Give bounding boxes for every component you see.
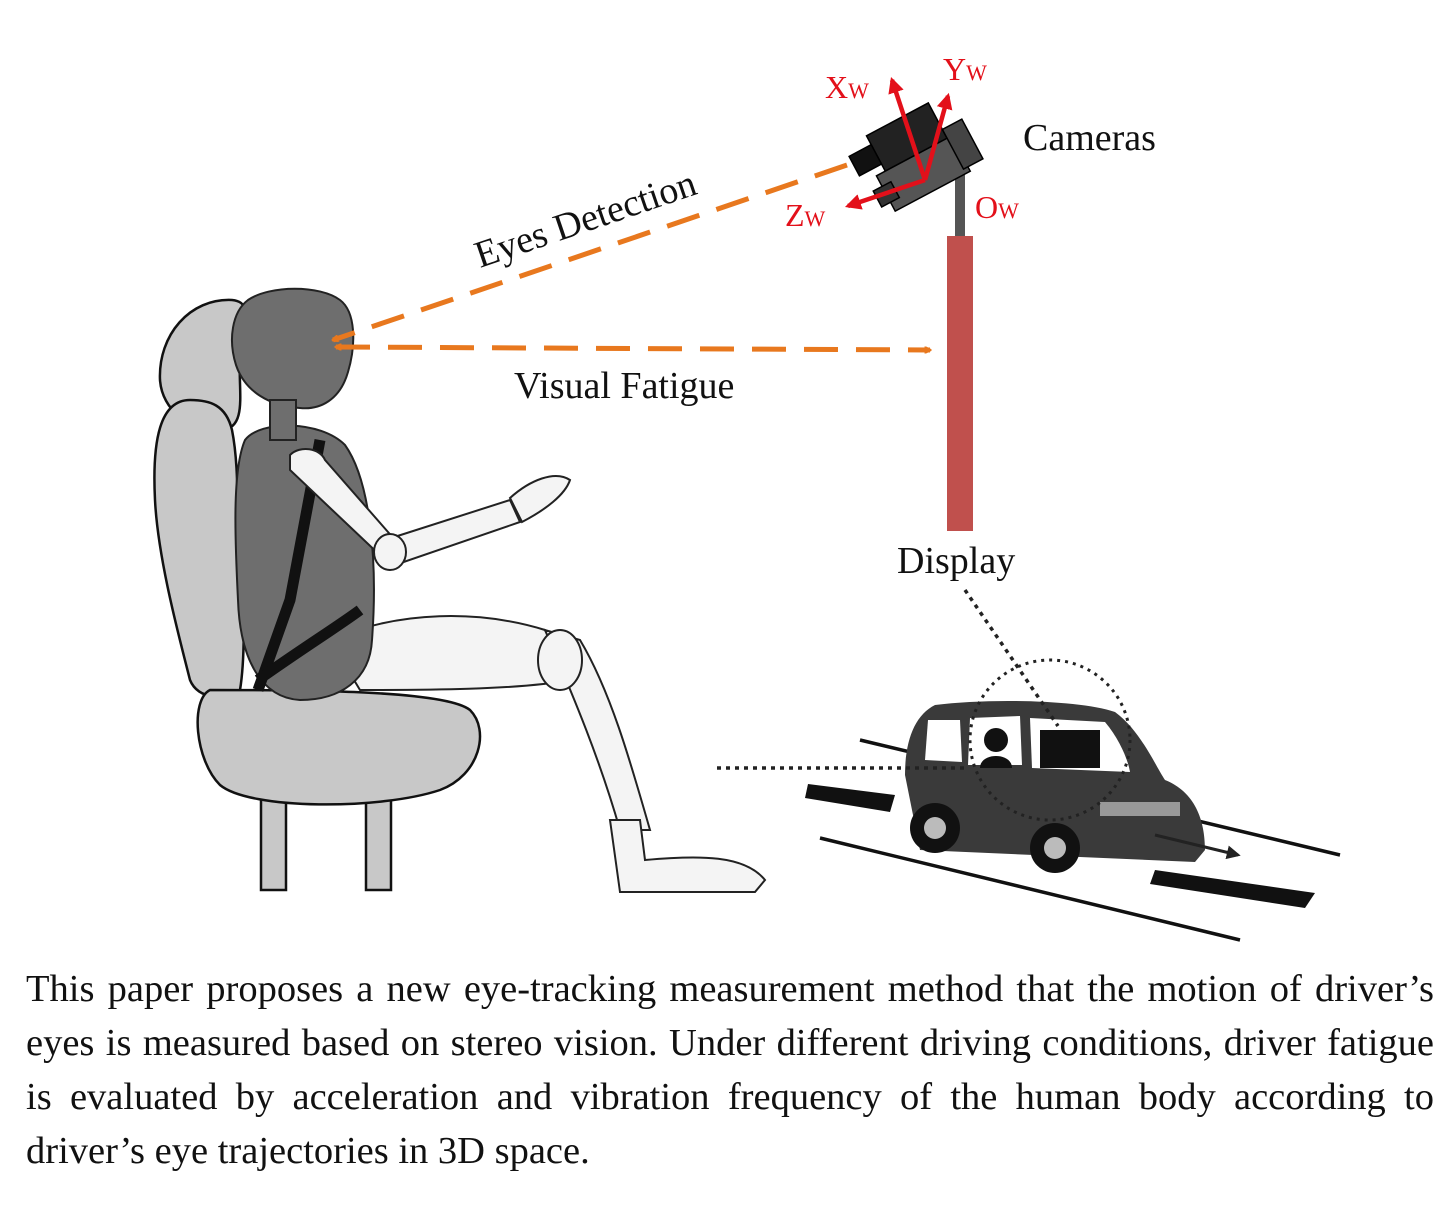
x-axis-main: X	[825, 69, 848, 105]
y-axis-arrow	[922, 92, 953, 181]
y-axis-sub: W	[966, 60, 987, 85]
z-axis-label: ZW	[785, 197, 826, 233]
display-pointer	[963, 589, 1060, 727]
world-axes	[844, 76, 953, 210]
car-icon	[805, 658, 1341, 942]
visual-fatigue-label: Visual Fatigue	[514, 365, 734, 407]
eyes-detection-arrow	[333, 162, 848, 343]
origin-main: O	[975, 189, 998, 225]
display-label: Display	[897, 540, 1015, 582]
x-axis-label: XW	[825, 69, 869, 105]
caption: This paper proposes a new eye-tracking m…	[26, 968, 1434, 1172]
y-axis-main: Y	[943, 51, 966, 87]
y-axis-label: YW	[943, 51, 987, 87]
origin-label: OW	[975, 189, 1019, 225]
visual-fatigue-arrow	[336, 347, 930, 350]
x-axis-arrow	[888, 76, 928, 181]
camera-rig-icon	[848, 101, 984, 238]
eyes-detection-label: Eyes Detection	[469, 162, 701, 276]
crash-dummy-icon	[231, 287, 767, 893]
cameras-label: Cameras	[1023, 117, 1156, 159]
x-axis-sub: W	[848, 78, 869, 103]
display-bar	[947, 236, 973, 531]
z-axis-sub: W	[805, 206, 826, 231]
origin-sub: W	[998, 198, 1019, 223]
diagram-canvas: Cameras Eyes Detection Visual Fatigue Di…	[153, 51, 1341, 942]
z-axis-main: Z	[785, 197, 805, 233]
z-axis-arrow	[844, 177, 926, 210]
